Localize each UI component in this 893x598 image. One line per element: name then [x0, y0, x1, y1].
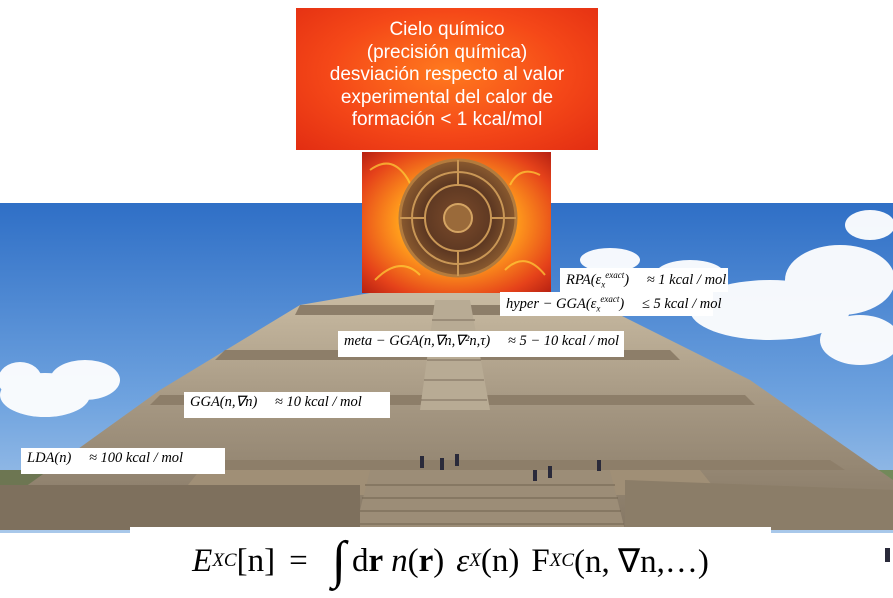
formula-eps-sub: X: [469, 550, 481, 571]
heaven-line-2: (precisión química): [366, 41, 528, 63]
front-steps: [355, 470, 625, 530]
clouds: [0, 210, 893, 417]
rung-rpa-accuracy: ≈ 1 kcal / mol: [646, 271, 727, 288]
formula-r: r: [368, 542, 384, 579]
formula-n-r: r: [418, 542, 434, 579]
rung-gga-method: GGA(n,∇n): [190, 394, 258, 410]
formula-equals: =: [289, 542, 308, 579]
rung-rpa: RPA(εxexact) ≈ 1 kcal / mol: [560, 268, 728, 292]
left-wall: [0, 485, 360, 530]
formula-lhs: E: [192, 542, 213, 579]
stair-lines: [421, 319, 487, 401]
rung-meta-gga: meta − GGA(n,∇n,∇²n,τ) ≈ 5 − 10 kcal / m…: [338, 331, 624, 357]
right-wall: [625, 480, 893, 530]
formula-n-close: ): [433, 542, 445, 579]
rung-hyper-gga: hyper − GGA(εxexact) ≤ 5 kcal / mol: [500, 292, 722, 316]
heaven-line-4: experimental del calor de: [340, 86, 554, 108]
visitors: [420, 454, 890, 562]
rung-hyper-gga-sub: x: [596, 303, 601, 314]
rung-rpa-close: ): [624, 271, 630, 288]
formula-integral: ∫: [331, 532, 346, 589]
formula-F: F: [531, 542, 550, 579]
rung-lda-accuracy: ≈ 100 kcal / mol: [88, 450, 184, 466]
aztec-calendar-fire-image: [362, 152, 551, 293]
formula-n: n: [391, 542, 408, 579]
formula-n-open: (: [407, 542, 419, 579]
rung-rpa-method: RPA(ε: [566, 271, 602, 288]
rung-hyper-gga-method: hyper − GGA(ε: [506, 295, 597, 312]
formula-eps: ε: [456, 542, 470, 579]
rung-gga-accuracy: ≈ 10 kcal / mol: [274, 394, 362, 410]
rung-lda: LDA(n) ≈ 100 kcal / mol: [21, 448, 225, 474]
rung-lda-method: LDA(n): [27, 450, 72, 466]
rung-rpa-sup: exact: [605, 270, 625, 280]
heaven-line-3: desviación respecto al valor: [329, 64, 565, 85]
formula-F-arg: (n, ∇n,…): [574, 544, 709, 580]
formula-eps-arg: (n): [480, 542, 520, 579]
rung-hyper-gga-close: ): [619, 295, 625, 312]
chemical-heaven-box: Cielo químico (precisión química) desvia…: [296, 8, 598, 150]
rung-hyper-gga-sup: exact: [600, 294, 620, 304]
heaven-line-5: formación < 1 kcal/mol: [351, 109, 543, 130]
rung-gga: GGA(n,∇n) ≈ 10 kcal / mol: [184, 392, 390, 418]
heaven-line-1: Cielo químico: [389, 19, 505, 40]
formula-F-sub: XC: [549, 550, 575, 571]
formula-lhs-sub: XC: [212, 550, 237, 571]
rung-rpa-sub: x: [601, 279, 606, 290]
formula-lhs-arg: [n]: [236, 542, 276, 579]
rung-meta-gga-accuracy: ≈ 5 − 10 kcal / mol: [507, 333, 620, 349]
rung-meta-gga-method: meta − GGA(n,∇n,∇²n,τ): [344, 333, 491, 349]
formula-d: d: [351, 542, 369, 579]
rung-hyper-gga-accuracy: ≤ 5 kcal / mol: [641, 295, 722, 312]
